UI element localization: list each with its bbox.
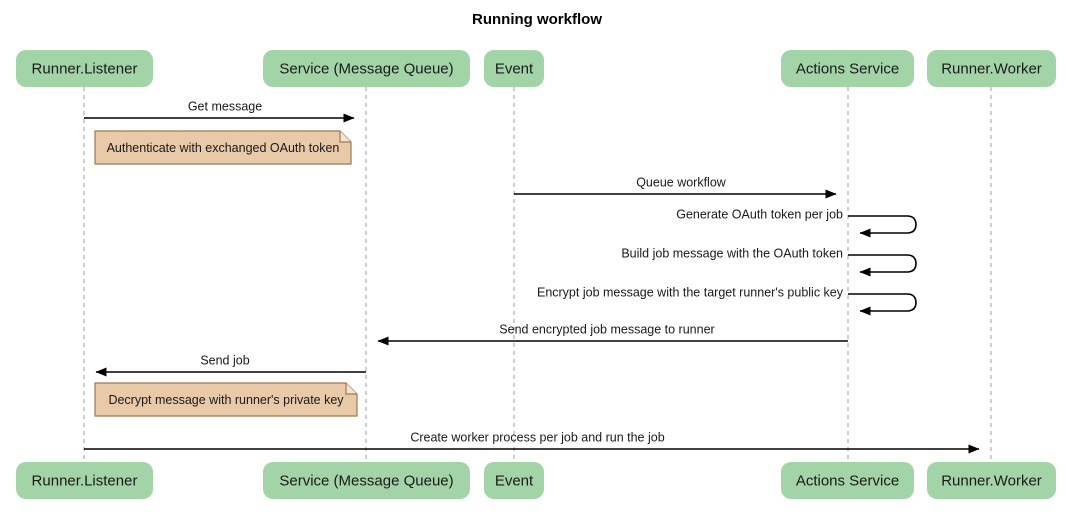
message-send-encrypted-job-message-to-runner: Send encrypted job message to runner (377, 322, 848, 346)
actor-actions-service-bottom[interactable]: Actions Service (781, 462, 914, 499)
message-label: Generate OAuth token per job (676, 207, 843, 221)
message-build-job-message-with-the-oauth-token: Build job message with the OAuth token (621, 246, 917, 277)
actor-label: Event (495, 472, 534, 489)
actor-label: Actions Service (796, 472, 899, 489)
actor-label: Runner.Listener (32, 472, 138, 489)
actor-label: Runner.Worker (941, 472, 1042, 489)
message-encrypt-job-message-with-the-target-runners-public-key: Encrypt job message with the target runn… (537, 285, 917, 316)
message-get-message: Get message (84, 99, 355, 123)
message-send-job: Send job (95, 353, 366, 377)
actor-box (16, 462, 153, 499)
actor-box (263, 462, 470, 499)
actor-box (927, 462, 1056, 499)
notes: Authenticate with exchanged OAuth tokenD… (94, 130, 358, 417)
note-body (94, 130, 352, 165)
actor-runner-worker-bottom[interactable]: Runner.Worker (927, 462, 1056, 499)
message-label: Build job message with the OAuth token (621, 246, 843, 260)
actor-runner-listener-top[interactable]: Runner.Listener (16, 50, 153, 87)
note-label: Decrypt message with runner's private ke… (108, 393, 344, 407)
message-queue-workflow: Queue workflow (514, 175, 837, 199)
page-title: Running workflow (472, 11, 602, 28)
actor-label: Event (495, 60, 534, 77)
actor-box (927, 50, 1056, 87)
actor-box (484, 462, 544, 499)
note-decrypt-note: Decrypt message with runner's private ke… (94, 382, 358, 417)
actor-label: Service (Message Queue) (279, 472, 453, 489)
actor-service-message-queue-bottom[interactable]: Service (Message Queue) (263, 462, 470, 499)
message-label: Queue workflow (636, 175, 727, 189)
actor-event-bottom[interactable]: Event (484, 462, 544, 499)
note-body (94, 382, 358, 417)
self-loop-path (848, 215, 917, 238)
actor-label: Runner.Listener (32, 60, 138, 77)
note-fold-corner-icon (345, 383, 357, 395)
actor-label: Actions Service (796, 60, 899, 77)
actors-top: Runner.Listener Service (Message Queue) Ev… (16, 50, 1056, 87)
actor-box (263, 50, 470, 87)
actor-label: Service (Message Queue) (279, 60, 453, 77)
message-label: Encrypt job message with the target runn… (537, 285, 844, 299)
self-loop-path (848, 293, 917, 316)
actor-box (16, 50, 153, 87)
actor-box (781, 462, 914, 499)
note-label: Authenticate with exchanged OAuth token (107, 141, 340, 155)
message-create-worker-process-per-job-and-run-the-job: Create worker process per job and run th… (84, 430, 980, 454)
actor-label: Runner.Worker (941, 60, 1042, 77)
actor-runner-listener-bottom[interactable]: Runner.Listener (16, 462, 153, 499)
actor-runner-worker-top[interactable]: Runner.Worker (927, 50, 1056, 87)
note-authenticate-note: Authenticate with exchanged OAuth token (94, 130, 352, 165)
message-label: Get message (188, 99, 262, 113)
actor-event-top[interactable]: Event (484, 50, 544, 87)
note-fold-corner-icon (339, 131, 351, 143)
actor-box (781, 50, 914, 87)
actor-actions-service-top[interactable]: Actions Service (781, 50, 914, 87)
actor-service-message-queue-top[interactable]: Service (Message Queue) (263, 50, 470, 87)
message-label: Create worker process per job and run th… (410, 430, 664, 444)
actors-bottom: Runner.Listener Service (Message Queue) Ev… (16, 462, 1056, 499)
self-loop-path (848, 254, 917, 277)
message-generate-oauth-token-per-job: Generate OAuth token per job (676, 207, 917, 238)
actor-box (484, 50, 544, 87)
lifelines (83, 87, 992, 462)
message-label: Send encrypted job message to runner (499, 322, 714, 336)
message-label: Send job (200, 353, 249, 367)
